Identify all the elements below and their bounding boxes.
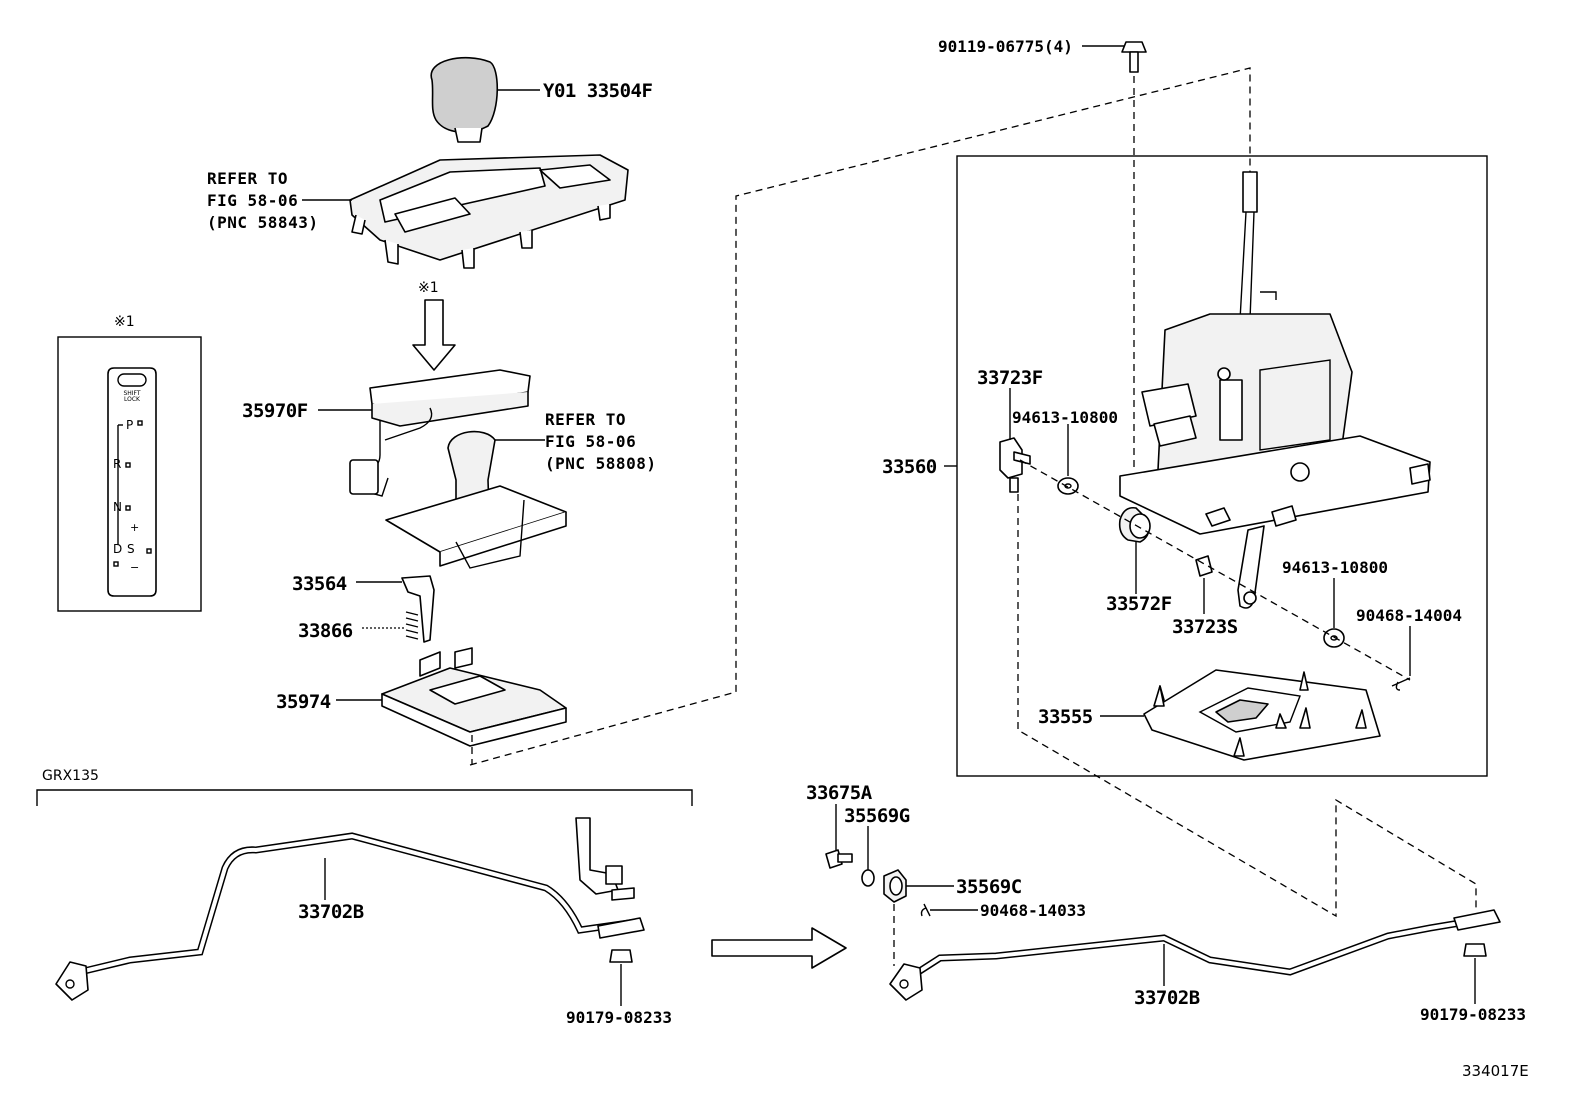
label-bolt-top: 90119-06775(4)	[938, 37, 1073, 56]
label-indicator: 35970F	[242, 400, 308, 422]
down-arrow-icon	[412, 299, 456, 371]
label-33723S: 33723S	[1172, 616, 1238, 638]
refer-text-2c: (PNC 58808)	[545, 454, 656, 473]
note-panel-mark: ※1	[114, 314, 135, 330]
shift-lock-button-icon	[117, 373, 147, 387]
shift-cable-left	[55, 817, 645, 1001]
bushing-33572F	[1118, 506, 1151, 543]
variant-label: GRX135	[42, 768, 99, 784]
gear-d: D	[113, 542, 122, 556]
gear-plus: +	[130, 521, 139, 534]
label-33572F: 33572F	[1106, 593, 1172, 615]
spring-33866	[405, 611, 419, 640]
label-33564: 33564	[292, 573, 347, 595]
label-33723F: 33723F	[977, 367, 1043, 389]
label-knob: Y01 33504F	[543, 80, 652, 102]
gear-r: R	[113, 457, 121, 471]
label-35974: 35974	[276, 691, 331, 713]
shift-lock-text-1: SHIFT	[123, 390, 140, 397]
gear-minus: −	[130, 561, 139, 574]
washer-35569G	[861, 869, 875, 887]
base-plate-33555	[1143, 669, 1381, 761]
shift-knob	[430, 56, 540, 143]
refer-text-1c: (PNC 58843)	[207, 213, 318, 232]
label-35569C: 35569C	[956, 876, 1022, 898]
collar-33723S	[1195, 555, 1213, 577]
right-arrow-icon	[711, 927, 847, 969]
pin-90468-14033	[920, 903, 931, 917]
shift-boot	[385, 430, 567, 569]
bolt-90119	[1121, 41, 1147, 73]
washer-2	[1323, 628, 1345, 648]
lock-pin-33564	[401, 575, 435, 643]
gear-n: N	[113, 500, 122, 514]
label-cable-right: 33702B	[1134, 987, 1200, 1009]
shift-base-cover	[381, 647, 567, 747]
label-washer-1: 94613-10800	[1012, 408, 1118, 427]
label-35569G: 35569G	[844, 805, 910, 827]
shift-pattern-plate: SHIFT LOCK P R N D S + −	[107, 367, 157, 597]
pin-33723F	[999, 437, 1031, 493]
label-33866: 33866	[298, 620, 353, 642]
variant-bracket	[36, 789, 693, 806]
refer-text-2a: REFER TO	[545, 410, 626, 429]
gear-s: S	[127, 542, 135, 556]
bolt-33675A	[825, 849, 853, 869]
shift-cable-right	[889, 909, 1501, 1001]
label-33560: 33560	[882, 456, 937, 478]
figure-id: 334017E	[1462, 1062, 1529, 1080]
console-panel	[349, 154, 629, 269]
label-33555: 33555	[1038, 706, 1093, 728]
bushing-35569C	[883, 869, 907, 903]
label-cable-left: 33702B	[298, 901, 364, 923]
note-box	[57, 336, 202, 612]
label-washer-2: 94613-10800	[1282, 558, 1388, 577]
label-pin-2: 90468-14033	[980, 901, 1086, 920]
refer-text-1b: FIG 58-06	[207, 191, 298, 210]
pin-90468-14004	[1391, 677, 1411, 691]
refer-text-2b: FIG 58-06	[545, 432, 636, 451]
nut-right	[1463, 943, 1487, 957]
gear-p: P	[126, 418, 133, 432]
refer-text-1a: REFER TO	[207, 169, 288, 188]
nut-left	[609, 949, 633, 963]
shift-lever-housing	[1119, 171, 1431, 609]
shift-lock-text-2: LOCK	[124, 396, 141, 403]
assembly-link-outline	[469, 67, 1251, 766]
indicator-assembly	[349, 369, 531, 497]
label-pin-1: 90468-14004	[1356, 606, 1462, 625]
note-mark: ※1	[418, 280, 439, 296]
label-nut-left: 90179-08233	[566, 1008, 672, 1027]
label-33675A: 33675A	[806, 782, 873, 804]
label-nut-right: 90179-08233	[1420, 1005, 1526, 1024]
